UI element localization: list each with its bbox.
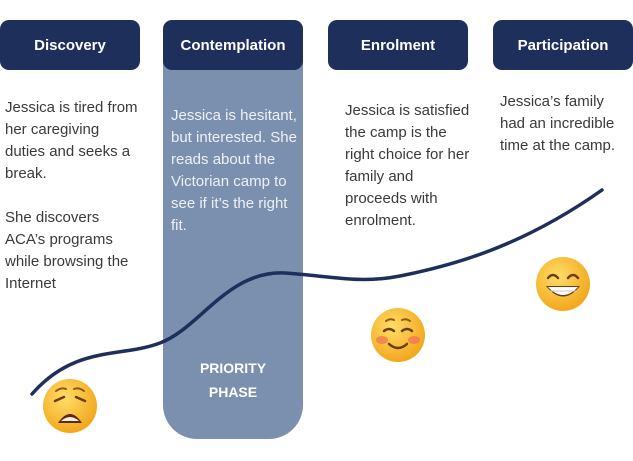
stage-title-discovery: Discovery: [34, 36, 106, 54]
journey-line: [30, 188, 604, 396]
weary-face-icon: [43, 379, 97, 433]
stage-header-discovery: Discovery: [0, 20, 140, 70]
grinning-face-icon: [536, 257, 590, 311]
smiling-face-icon: [371, 308, 425, 362]
priority-phase-band: [163, 40, 303, 439]
stage-title-participation: Participation: [517, 36, 609, 54]
stage-header-contemplation: Contemplation: [163, 20, 303, 70]
stage-description-enrolment: Jessica is satisfied the camp is the rig…: [345, 102, 470, 229]
stage-header-participation: Participation: [493, 20, 633, 70]
stage-title-enrolment: Enrolment: [360, 36, 436, 54]
stage-header-enrolment: Enrolment: [328, 20, 468, 70]
stage-description-discovery: Jessica is tired from her caregiving dut…: [5, 99, 138, 292]
priority-phase-label: PRIORITY PHASE: [199, 360, 267, 400]
stage-description-participation: Jessica’s family had an incredible time …: [500, 93, 616, 154]
stage-title-contemplation: Contemplation: [180, 36, 286, 54]
stage-description-contemplation: Jessica is hesitant, but interested. She…: [171, 107, 297, 234]
